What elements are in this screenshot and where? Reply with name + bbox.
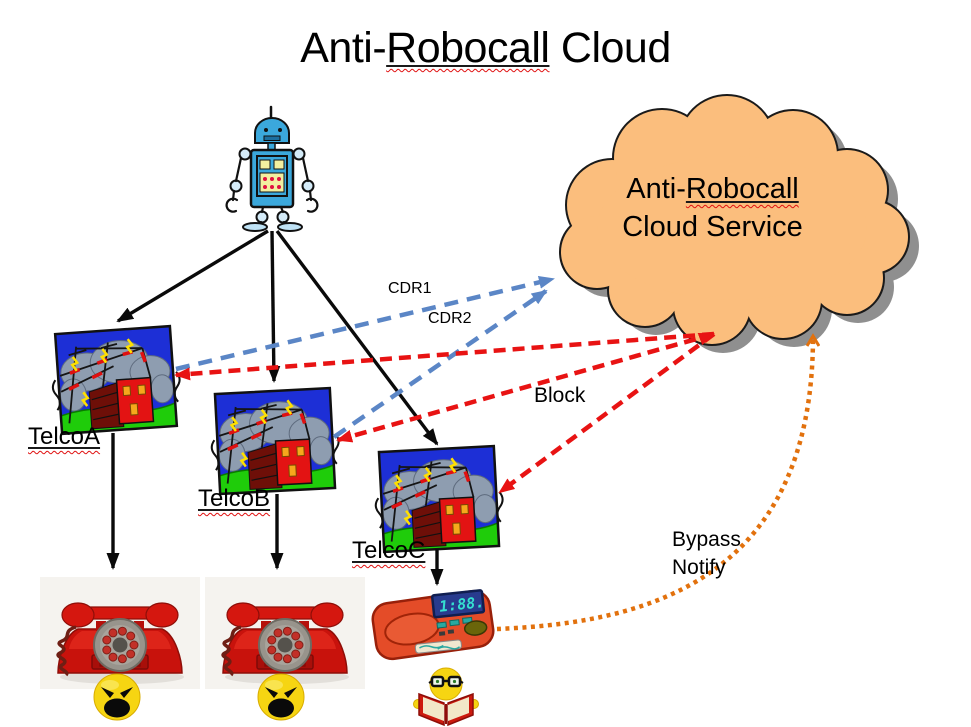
robot-icon <box>225 105 319 232</box>
rotary-phone-b-icon <box>203 575 367 691</box>
cloud-service-label: Anti-Robocall Cloud Service <box>622 173 803 243</box>
cdr1-label: CDR1 <box>388 280 432 297</box>
telco-c-label: TelcoC <box>352 537 426 564</box>
arrow-robot-to-telco-c <box>275 229 439 446</box>
answering-machine-icon: 1:88. <box>371 589 495 661</box>
telco-b-icon <box>207 385 343 497</box>
block-arrow-to-telco-a <box>174 331 715 381</box>
cdr2-label: CDR2 <box>428 310 472 327</box>
cdr1-arrow <box>175 275 555 372</box>
block-arrow-to-telco-b <box>336 331 715 443</box>
angry-face-b-icon <box>257 673 305 721</box>
page-title: Anti-Robocall Cloud <box>300 24 671 72</box>
telco-a-icon <box>47 323 185 437</box>
bypass-notify-arrow <box>496 336 813 632</box>
block-arrow-cloud-head <box>697 331 715 346</box>
rotary-phone-a-icon <box>38 575 202 691</box>
angry-face-a-icon <box>93 673 141 721</box>
telco-a-label: TelcoA <box>28 423 101 450</box>
bypass-notify-label: Bypass Notify <box>672 528 741 579</box>
arrow-robot-to-telco-a <box>116 229 269 323</box>
telco-b-label: TelcoB <box>198 485 271 512</box>
reading-face-icon <box>413 667 479 727</box>
answering-machine-display: 1:88. <box>438 593 485 616</box>
cdr2-arrow <box>332 289 548 439</box>
arrow-robot-to-telco-b <box>267 230 281 383</box>
block-label: Block <box>534 384 586 407</box>
block-arrow-to-telco-c <box>498 332 716 494</box>
